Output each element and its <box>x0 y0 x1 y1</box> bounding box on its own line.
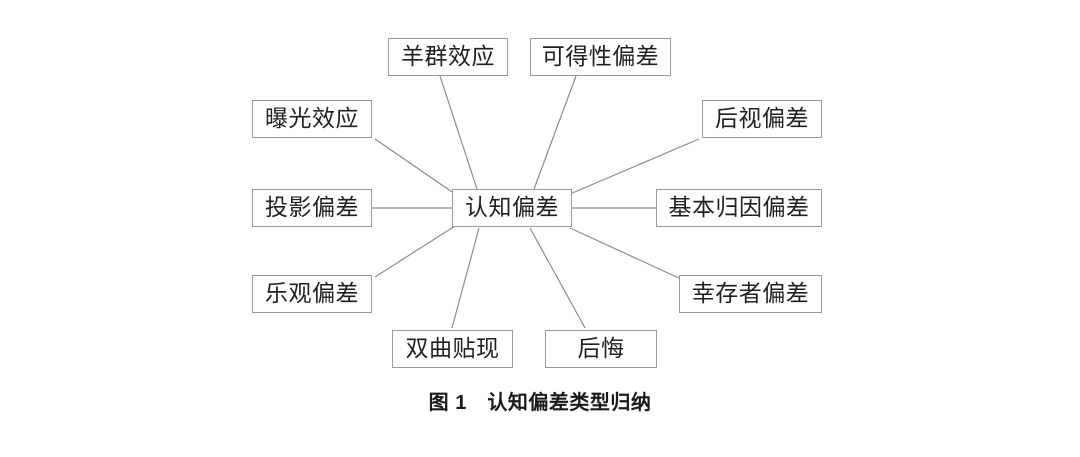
node-label: 后悔 <box>577 335 625 361</box>
node-label: 基本归因偏差 <box>668 194 810 220</box>
node-label: 乐观偏差 <box>265 280 359 306</box>
node-label: 后视偏差 <box>715 105 809 131</box>
node-label: 双曲贴现 <box>405 335 500 361</box>
edge-center-to-mere-exposure-effect <box>374 138 456 195</box>
node-label: 曝光效应 <box>265 105 359 131</box>
node-fundamental-attribution-bias[interactable]: 基本归因偏差 <box>656 189 822 227</box>
node-projection-bias[interactable]: 投影偏差 <box>252 189 372 227</box>
node-hyperbolic-discounting[interactable]: 双曲贴现 <box>392 330 513 368</box>
edge-center-to-optimism-bias <box>374 225 456 278</box>
node-hindsight-bias[interactable]: 后视偏差 <box>702 100 822 138</box>
node-label: 羊群效应 <box>401 43 495 69</box>
edge-center-to-hyperbolic-discounting <box>451 227 480 329</box>
node-herd-effect[interactable]: 羊群效应 <box>388 38 508 76</box>
edge-center-to-hindsight-bias <box>569 138 700 195</box>
figure-caption: 图 1 认知偏差类型归纳 <box>428 392 652 414</box>
node-optimism-bias[interactable]: 乐观偏差 <box>252 275 372 313</box>
node-survivorship-bias[interactable]: 幸存者偏差 <box>679 275 822 313</box>
node-regret[interactable]: 后悔 <box>545 330 657 368</box>
node-availability-bias[interactable]: 可得性偏差 <box>530 38 671 76</box>
node-label: 认知偏差 <box>465 194 559 220</box>
edge-center-to-regret <box>529 227 586 329</box>
node-center-cognitive-bias[interactable]: 认知偏差 <box>452 189 572 227</box>
node-label: 幸存者偏差 <box>691 280 810 306</box>
node-label: 可得性偏差 <box>541 43 660 69</box>
edge-center-to-herd-effect <box>439 75 478 190</box>
edge-center-to-availability-bias <box>533 75 577 190</box>
node-label: 投影偏差 <box>265 194 359 220</box>
node-mere-exposure-effect[interactable]: 曝光效应 <box>252 100 372 138</box>
edge-center-to-survivorship-bias <box>569 227 682 280</box>
